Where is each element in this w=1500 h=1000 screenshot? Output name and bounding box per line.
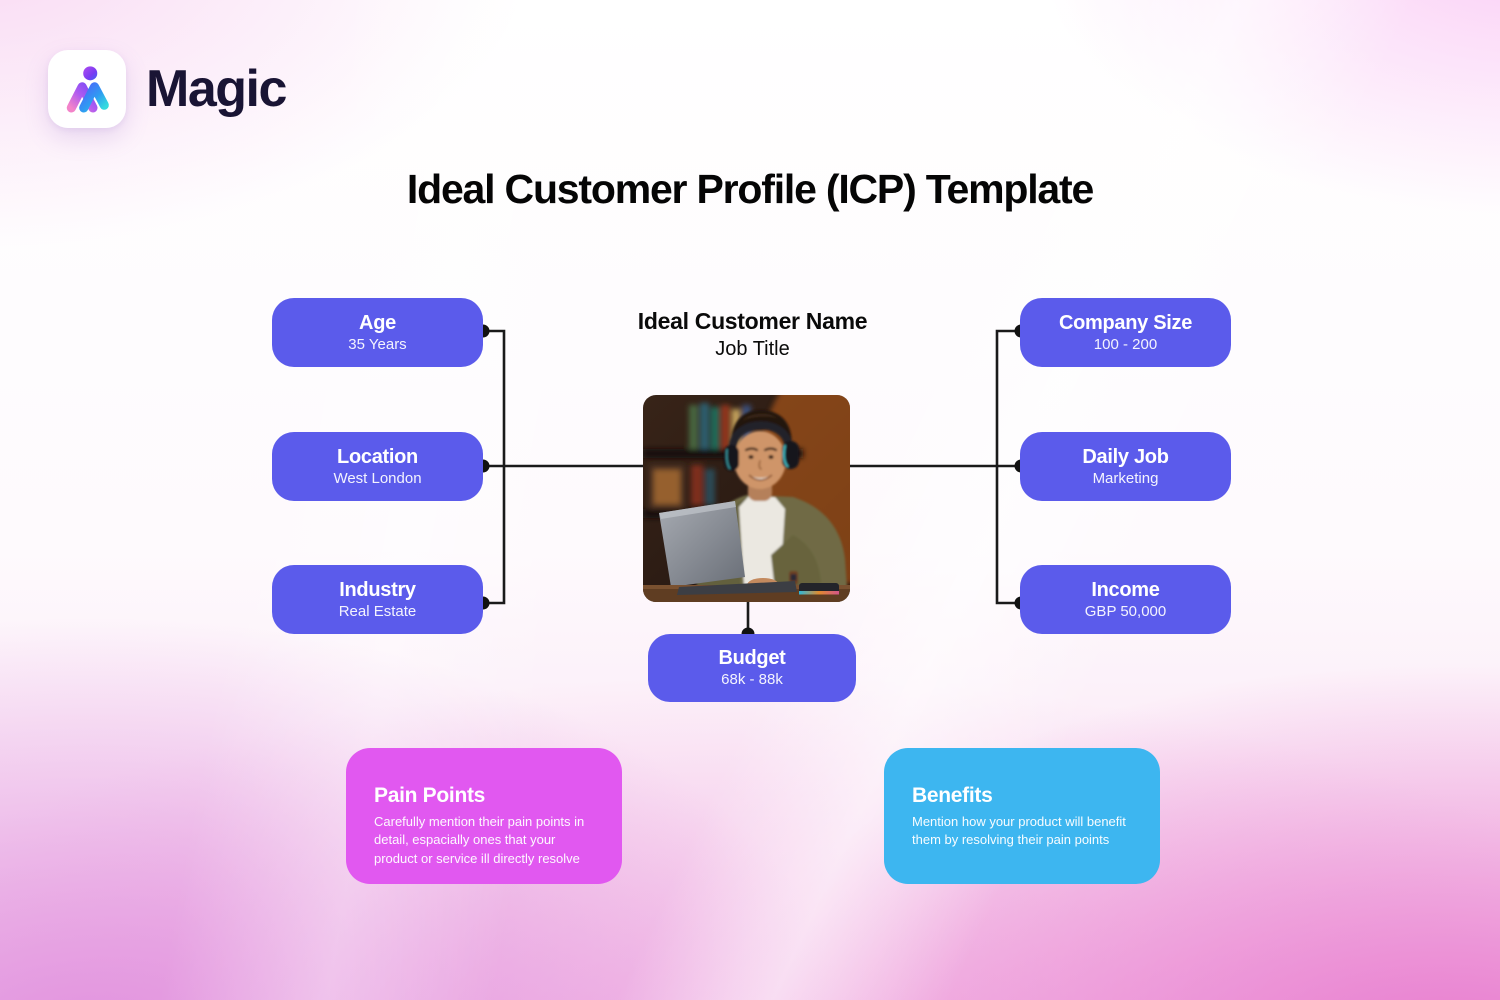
- node-income-value: GBP 50,000: [1084, 602, 1167, 620]
- node-industry: Industry Real Estate: [272, 565, 483, 634]
- pain-points-card: Pain Points Carefully mention their pain…: [346, 748, 622, 884]
- node-age-label: Age: [359, 311, 396, 334]
- job-title: Job Title: [715, 338, 790, 360]
- node-budget-value: 68k - 88k: [721, 671, 783, 689]
- node-daily-job-value: Marketing: [1092, 469, 1159, 487]
- node-company-size: Company Size 100 - 200: [1020, 298, 1231, 367]
- node-location-label: Location: [337, 445, 418, 468]
- ideal-customer-name: Ideal Customer Name: [637, 308, 868, 334]
- brand-name: Magic: [146, 60, 287, 118]
- node-budget: Budget 68k - 88k: [648, 634, 856, 702]
- node-location: Location West London: [272, 432, 483, 501]
- magic-logo-card: [48, 50, 126, 128]
- node-industry-value: Real Estate: [338, 602, 417, 620]
- page-title: Ideal Customer Profile (ICP) Template: [406, 166, 1094, 212]
- node-daily-job: Daily Job Marketing: [1020, 432, 1231, 501]
- benefits-text: Mention how your product will benefit th…: [912, 814, 1126, 848]
- node-company-size-value: 100 - 200: [1093, 335, 1158, 353]
- node-daily-job-label: Daily Job: [1082, 445, 1169, 468]
- brand-header: Magic: [48, 50, 287, 128]
- pain-points-text: Carefully mention their pain points in d…: [374, 814, 585, 866]
- node-age-value: 35 Years: [348, 335, 407, 353]
- node-budget-label: Budget: [718, 647, 786, 670]
- node-company-size-label: Company Size: [1058, 311, 1193, 334]
- customer-photo: [643, 395, 850, 602]
- benefits-title: Benefits: [912, 784, 993, 807]
- node-age: Age 35 Years: [272, 298, 483, 367]
- magic-logo-icon: [66, 66, 109, 113]
- node-industry-label: Industry: [339, 578, 416, 601]
- benefits-card: Benefits Mention how your product will b…: [884, 748, 1160, 884]
- node-location-value: West London: [333, 469, 422, 487]
- node-income: Income GBP 50,000: [1020, 565, 1231, 634]
- pain-points-title: Pain Points: [374, 784, 486, 807]
- customer-photo-illustration: [643, 395, 850, 602]
- node-income-label: Income: [1091, 578, 1160, 601]
